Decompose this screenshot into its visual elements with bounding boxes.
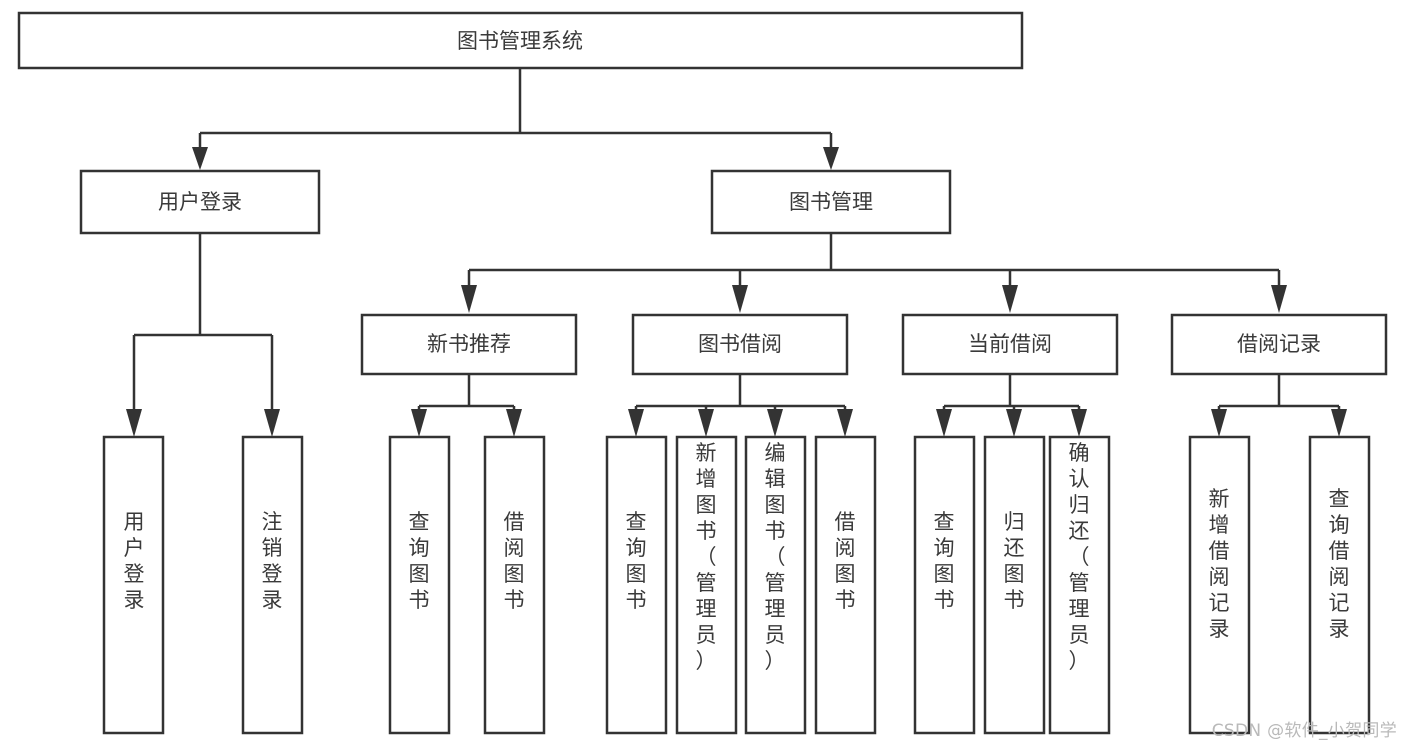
arrow-head-icon (192, 147, 208, 170)
leaf-box-shape (241, 435, 304, 735)
node-root-system[interactable]: 图书管理系统 (17, 11, 1024, 70)
node-borrow-record[interactable]: 借阅记录 (1170, 313, 1388, 376)
leaf-box-label: 注销登录 (262, 510, 283, 612)
leaf-node-query-book-borrow[interactable]: 查询图书 (605, 435, 668, 735)
connector-current-borrow-to-leaves (936, 374, 1087, 437)
arrow-head-icon (823, 147, 839, 170)
leaf-node-edit-book-admin[interactable]: 编辑图书（管理员） (744, 435, 807, 735)
leaf-box-shape (744, 435, 807, 735)
leaf-box-label: 确认归还（管理员） (1069, 441, 1090, 673)
leaf-box-label: 查询图书 (934, 510, 955, 612)
leaf-node-query-book-current[interactable]: 查询图书 (913, 435, 976, 735)
leaf-box-shape (1188, 435, 1251, 735)
new-book-recommend-box-shape (360, 313, 578, 376)
arrow-head-icon (506, 409, 522, 437)
arrow-head-icon (628, 409, 644, 437)
node-user-login[interactable]: 用户登录 (79, 169, 321, 235)
user-login-box-shape (79, 169, 321, 235)
connector-root-to-level2 (192, 68, 839, 170)
leaf-node-return-book[interactable]: 归还图书 (983, 435, 1046, 735)
leaf-box-shape (1308, 435, 1371, 735)
leaf-node-borrow-book-recommend[interactable]: 借阅图书 (483, 435, 546, 735)
leaf-box-shape (913, 435, 976, 735)
arrow-head-icon (411, 409, 427, 437)
arrow-head-icon (1331, 409, 1347, 437)
book-management-box-label: 图书管理 (789, 190, 873, 214)
arrow-head-icon (936, 409, 952, 437)
leaf-box-label: 查询借阅记录 (1329, 487, 1350, 641)
leaf-box-label: 新增图书（管理员） (696, 441, 717, 673)
connector-user-login-to-leaves (126, 233, 280, 437)
node-book-borrow[interactable]: 图书借阅 (631, 313, 849, 376)
connector-book-management-to-level3 (461, 233, 1287, 313)
leaf-box-label: 借阅图书 (504, 510, 525, 612)
node-current-borrow[interactable]: 当前借阅 (901, 313, 1119, 376)
arrow-head-icon (732, 285, 748, 313)
leaf-node-borrow-book[interactable]: 借阅图书 (814, 435, 877, 735)
new-book-recommend-box-label: 新书推荐 (427, 332, 511, 356)
arrow-head-icon (1002, 285, 1018, 313)
root-box-shape (17, 11, 1024, 70)
arrow-head-icon (698, 409, 714, 437)
node-new-book-recommend[interactable]: 新书推荐 (360, 313, 578, 376)
leaf-box-shape (388, 435, 451, 735)
leaf-box-label: 归还图书 (1004, 510, 1025, 612)
connector-new-book-recommend-to-leaves (411, 374, 522, 437)
leaf-box-label: 用户登录 (124, 510, 145, 612)
user-login-box-label: 用户登录 (158, 190, 242, 214)
leaf-node-add-borrow-record[interactable]: 新增借阅记录 (1188, 435, 1251, 735)
leaf-box-label: 新增借阅记录 (1209, 487, 1230, 641)
leaf-node-add-book-admin[interactable]: 新增图书（管理员） (675, 435, 738, 735)
arrow-head-icon (1006, 409, 1022, 437)
leaf-box-label: 查询图书 (626, 510, 647, 612)
arrow-head-icon (264, 409, 280, 437)
arrow-head-icon (126, 409, 142, 437)
book-borrow-box-label: 图书借阅 (698, 332, 782, 356)
leaf-node-query-borrow-record[interactable]: 查询借阅记录 (1308, 435, 1371, 735)
root-box-label: 图书管理系统 (457, 29, 583, 53)
arrow-head-icon (1271, 285, 1287, 313)
leaf-node-logout[interactable]: 注销登录 (241, 435, 304, 735)
leaf-box-shape (483, 435, 546, 735)
leaf-box-label: 查询图书 (409, 510, 430, 612)
arrow-head-icon (461, 285, 477, 313)
borrow-record-box-label: 借阅记录 (1237, 332, 1321, 356)
connector-borrow-record-to-leaves (1211, 374, 1347, 437)
leaf-box-label: 编辑图书（管理员） (765, 441, 786, 673)
leaf-box-shape (814, 435, 877, 735)
leaf-node-query-book-recommend[interactable]: 查询图书 (388, 435, 451, 735)
leaf-box-shape (102, 435, 165, 735)
current-borrow-box-label: 当前借阅 (968, 332, 1052, 356)
arrow-head-icon (837, 409, 853, 437)
leaf-node-confirm-return-admin[interactable]: 确认归还（管理员） (1048, 435, 1111, 735)
leaf-box-shape (605, 435, 668, 735)
leaf-box-label: 借阅图书 (835, 510, 856, 612)
leaf-node-user-login-action[interactable]: 用户登录 (102, 435, 165, 735)
current-borrow-box-shape (901, 313, 1119, 376)
leaf-box-shape (675, 435, 738, 735)
arrow-head-icon (1211, 409, 1227, 437)
leaf-box-shape (1048, 435, 1111, 735)
node-book-management[interactable]: 图书管理 (710, 169, 952, 235)
connector-book-borrow-to-leaves (628, 374, 853, 437)
arrow-head-icon (1071, 409, 1087, 437)
arrow-head-icon (767, 409, 783, 437)
leaf-box-shape (983, 435, 1046, 735)
